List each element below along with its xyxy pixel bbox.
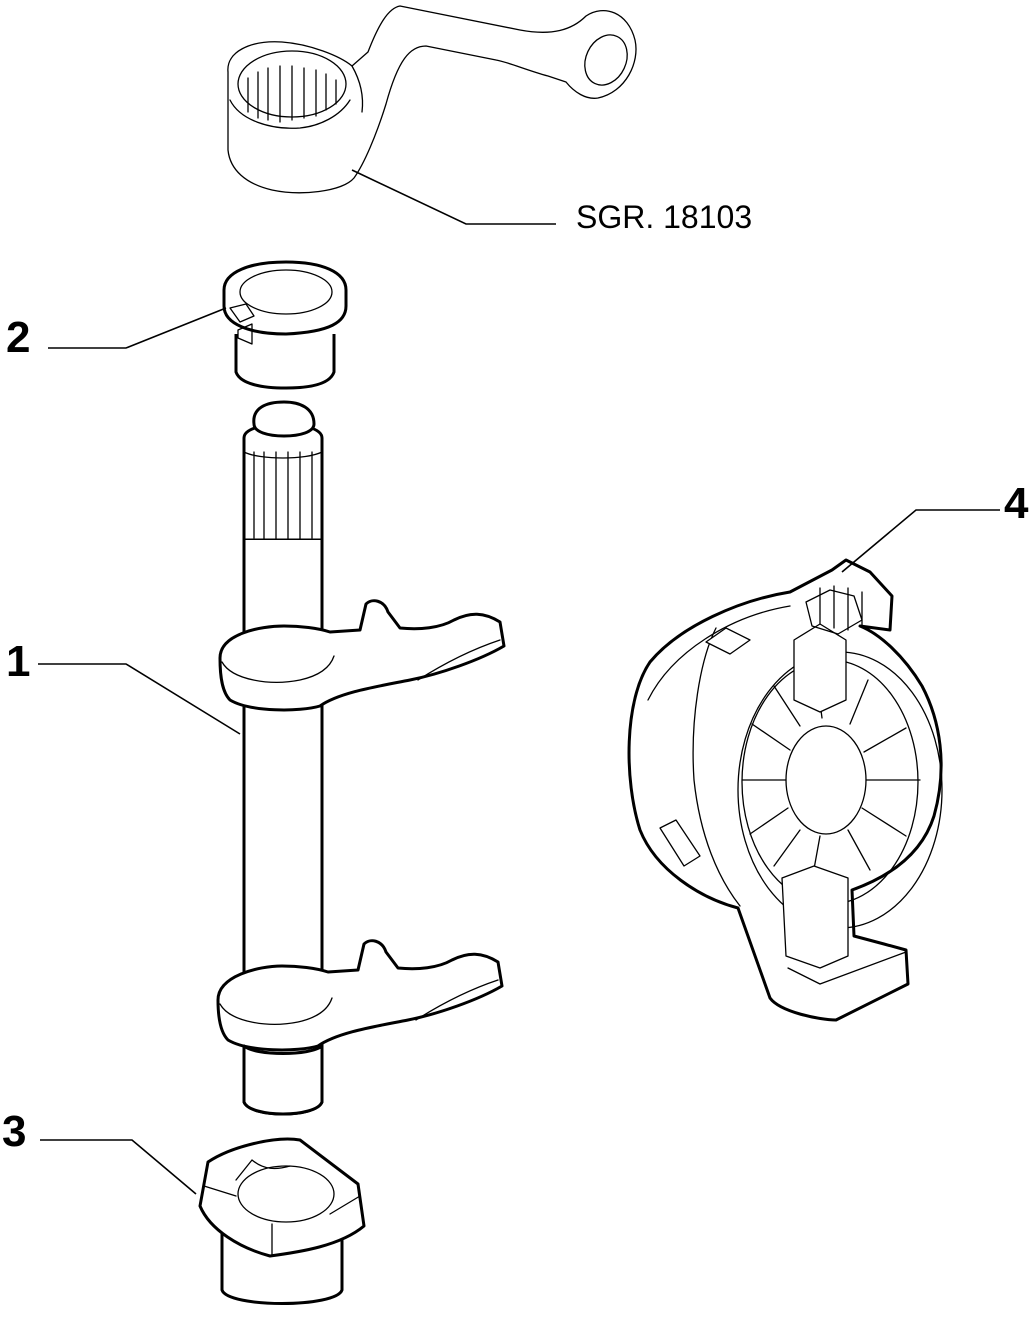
- selector-lever: [227, 5, 637, 194]
- callout-4: 4: [1004, 479, 1029, 528]
- leader-3: [40, 1139, 197, 1195]
- lower-bushing: [198, 1137, 366, 1305]
- selector-drum: [627, 558, 943, 1022]
- callout-3: 3: [2, 1107, 26, 1156]
- lever-reference-label: SGR. 18103: [576, 199, 752, 235]
- selector-shaft: [216, 400, 506, 1116]
- callout-2: 2: [6, 313, 30, 362]
- upper-bushing: [222, 260, 348, 390]
- leader-4: [841, 509, 1000, 573]
- callout-1: 1: [6, 637, 30, 686]
- leader-lever: [351, 169, 556, 225]
- leader-1: [38, 663, 241, 735]
- leader-2: [48, 307, 227, 349]
